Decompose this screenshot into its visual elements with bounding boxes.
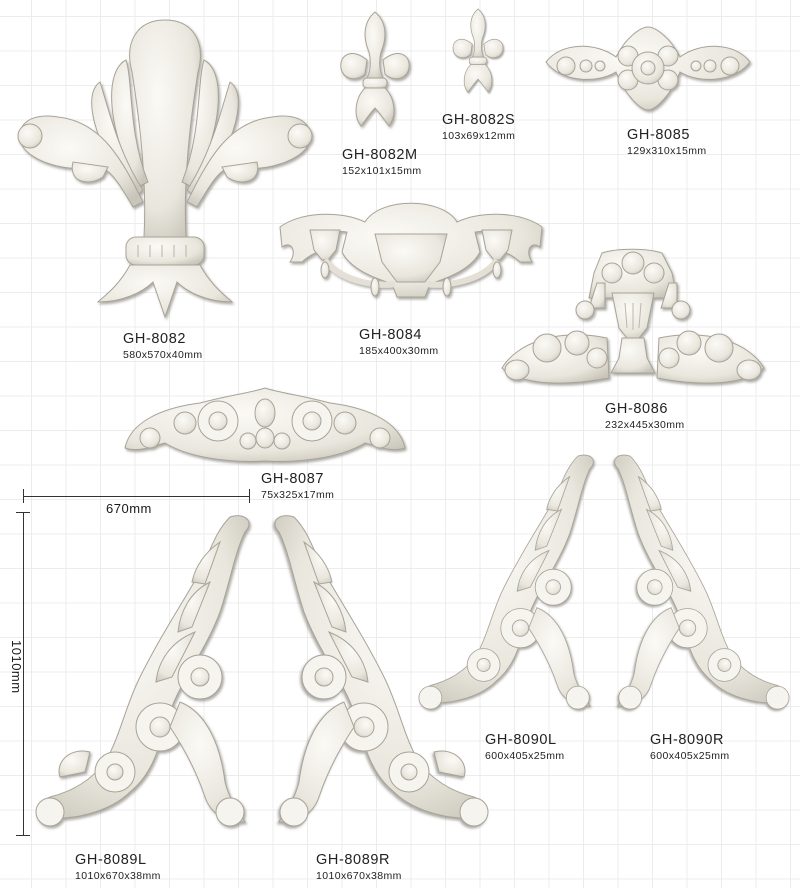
product-code: GH-8089R (316, 852, 391, 868)
product-size: 75x325x17mm (261, 488, 335, 501)
product-size: 600x405x25mm (485, 749, 565, 762)
ornament-gh-8087-image (124, 387, 406, 462)
product-label-gh-8087: GH-8087 75x325x17mm (261, 472, 334, 500)
product-size: 185x400x30mm (359, 344, 439, 357)
product-code: GH-8090R (650, 732, 725, 748)
ornament-gh-8082s-image (452, 8, 504, 93)
product-size: 152x101x15mm (342, 164, 422, 177)
height-dimension-label: 1010mm (9, 640, 24, 694)
width-dimension-label: 670mm (106, 501, 152, 516)
width-dimension-line (23, 489, 250, 503)
product-label-gh-8086: GH-8086 232x445x30mm (605, 402, 685, 430)
product-label-gh-8082: GH-8082 580x570x40mm (123, 332, 203, 360)
product-label-gh-8089l: GH-8089L 1010x670x38mm (75, 853, 161, 881)
product-code: GH-8089L (75, 852, 147, 868)
ornament-gh-8086-image (501, 248, 765, 384)
product-label-gh-8085: GH-8085 129x310x15mm (627, 128, 707, 156)
product-code: GH-8082S (442, 112, 516, 128)
product-size: 580x570x40mm (123, 348, 203, 361)
product-code: GH-8086 (605, 401, 669, 417)
product-label-gh-8084: GH-8084 185x400x30mm (359, 328, 439, 356)
product-code: GH-8090L (485, 732, 557, 748)
height-dimension-line (16, 512, 30, 836)
product-code: GH-8082 (123, 331, 187, 347)
ornament-gh-8089l-image (35, 515, 250, 827)
product-code: GH-8084 (359, 327, 423, 343)
product-size: 232x445x30mm (605, 418, 685, 431)
ornament-gh-8082m-image (340, 11, 410, 127)
product-code: GH-8082M (342, 147, 418, 163)
ornament-gh-8082-image (17, 19, 313, 319)
product-label-gh-8089r: GH-8089R 1010x670x38mm (316, 853, 402, 881)
product-label-gh-8082s: GH-8082S 103x69x12mm (442, 113, 515, 141)
ornament-gh-8090l-image (418, 454, 594, 710)
product-size: 103x69x12mm (442, 129, 516, 142)
ornament-gh-8089r-image (274, 515, 489, 827)
product-size: 129x310x15mm (627, 144, 707, 157)
product-size: 1010x670x38mm (75, 869, 161, 882)
product-size: 600x405x25mm (650, 749, 730, 762)
product-label-gh-8090l: GH-8090L 600x405x25mm (485, 733, 565, 761)
product-code: GH-8085 (627, 127, 691, 143)
product-code: GH-8087 (261, 471, 325, 487)
ornament-gh-8085-image (545, 26, 751, 111)
product-label-gh-8090r: GH-8090R 600x405x25mm (650, 733, 730, 761)
product-label-gh-8082m: GH-8082M 152x101x15mm (342, 148, 422, 176)
product-size: 1010x670x38mm (316, 869, 402, 882)
ornament-gh-8090r-image (614, 454, 790, 710)
ornament-gh-8084-image (279, 202, 543, 298)
